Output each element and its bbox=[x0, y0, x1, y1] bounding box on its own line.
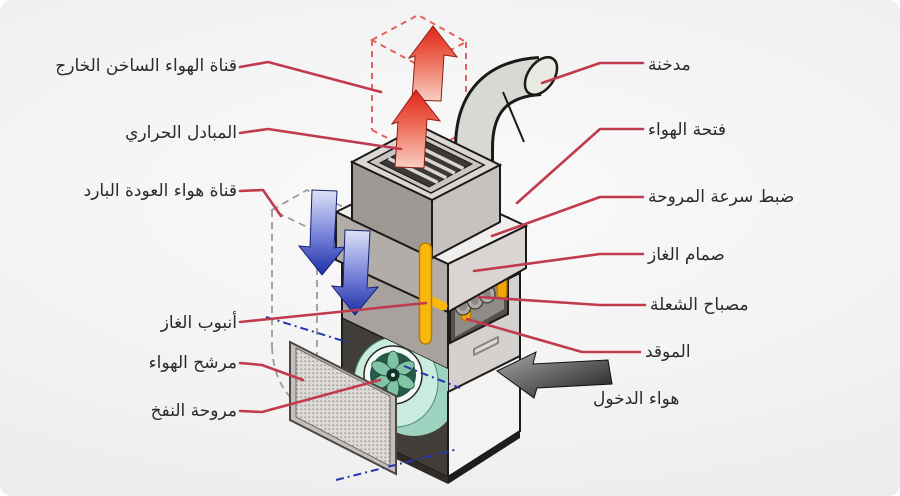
label-inlet-air: هواء الدخول bbox=[593, 389, 680, 409]
label-fan-speed-control: ضبط سرعة المروحة bbox=[648, 187, 795, 207]
label-air-vent: فتحة الهواء bbox=[648, 120, 726, 140]
leader-heat-exchanger bbox=[238, 127, 403, 151]
inlet-air-arrow-icon bbox=[496, 351, 613, 399]
leader-chimney bbox=[540, 61, 645, 85]
gas-supply-pipe bbox=[418, 242, 448, 345]
label-blower-fan: مروحة النفخ bbox=[150, 401, 237, 421]
leader-fan-speed-control bbox=[490, 195, 645, 238]
leader-gas-valve bbox=[472, 252, 645, 273]
leader-lines bbox=[238, 60, 647, 414]
cold-air-down-arrows-icon bbox=[297, 189, 380, 316]
hot-air-up-arrows-icon bbox=[390, 25, 459, 169]
door-handle-slot bbox=[473, 336, 499, 356]
label-burner: الموقد bbox=[645, 342, 691, 362]
label-pilot-flame-lamp: مصباح الشعلة bbox=[650, 295, 749, 315]
leader-air-vent bbox=[515, 127, 645, 205]
label-air-filter: مرشح الهواء bbox=[148, 353, 237, 373]
airflow-dashed-path bbox=[265, 316, 461, 481]
leader-burner bbox=[465, 317, 642, 354]
leader-gas-pipe bbox=[238, 301, 428, 324]
leader-air-filter bbox=[238, 361, 305, 382]
leader-blower-fan bbox=[238, 378, 382, 414]
label-gas-valve: صمام الغاز bbox=[648, 245, 725, 265]
label-cold-return-duct: قناة هواء العودة البارد bbox=[83, 181, 237, 201]
leader-pilot-flame-lamp bbox=[477, 295, 647, 307]
label-chimney: مدخنة bbox=[648, 55, 691, 75]
leader-hot-air-out-duct bbox=[238, 60, 383, 94]
leader-cold-return-duct bbox=[238, 188, 283, 218]
label-heat-exchanger: المبادل الحراري bbox=[125, 123, 237, 143]
label-hot-air-out-duct: قناة الهواء الساخن الخارج bbox=[55, 56, 237, 76]
label-gas-pipe: أنبوب الغاز bbox=[160, 313, 237, 333]
